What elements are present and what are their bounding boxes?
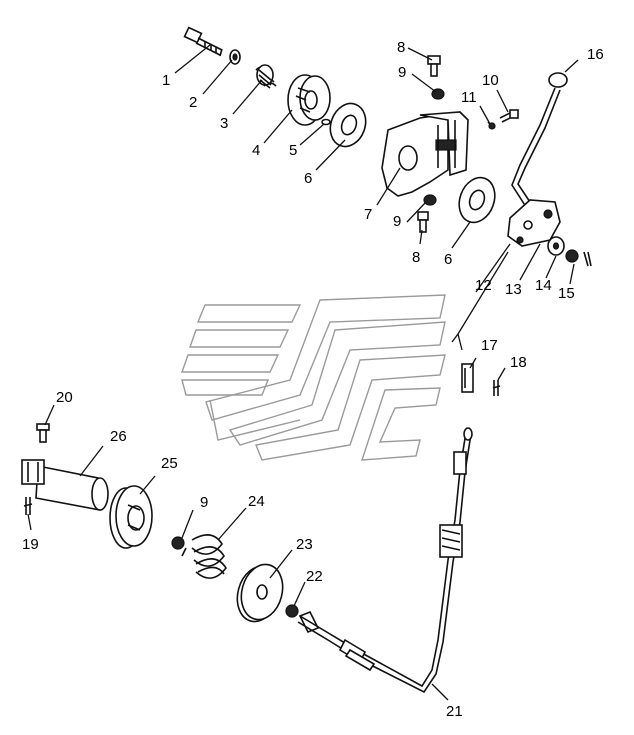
callout-4: 4 xyxy=(252,142,260,159)
callout-17: 17 xyxy=(481,337,498,354)
part-9-nut-middle xyxy=(423,194,437,206)
part-2-nut xyxy=(229,49,241,65)
callout-labels: 1 2 3 4 5 6 6 7 8 8 9 9 9 10 11 12 13 14… xyxy=(22,39,604,720)
part-8-bolt-top xyxy=(427,55,441,77)
part-20-bolt xyxy=(36,423,50,443)
part-1-bolt xyxy=(183,26,223,57)
callout-10: 10 xyxy=(482,72,499,89)
part-3-spring xyxy=(255,64,277,89)
callout-16: 16 xyxy=(587,46,604,63)
callout-9a: 9 xyxy=(398,64,406,81)
part-23-cover-plate xyxy=(236,563,284,623)
callout-1: 1 xyxy=(162,72,170,89)
callout-19: 19 xyxy=(22,536,39,553)
part-14-nut xyxy=(565,249,579,263)
callout-24: 24 xyxy=(248,493,265,510)
part-24-spring xyxy=(181,534,227,579)
part-12-lever-plate xyxy=(507,199,561,247)
part-6-washer xyxy=(329,102,367,148)
part-9-nut-bottom xyxy=(171,536,185,550)
part-22-nut xyxy=(285,604,299,618)
callout-23: 23 xyxy=(296,536,313,553)
callout-25: 25 xyxy=(161,455,178,472)
part-6-washer-2 xyxy=(458,176,496,224)
callout-9b: 9 xyxy=(393,213,401,230)
callout-8a: 8 xyxy=(397,39,405,56)
part-17-spacer xyxy=(461,363,474,393)
callout-15: 15 xyxy=(558,285,575,302)
callout-9c: 9 xyxy=(200,494,208,511)
callout-2: 2 xyxy=(189,94,197,111)
callout-6b: 6 xyxy=(444,251,452,268)
callout-5: 5 xyxy=(289,142,297,159)
part-4-cam-hub xyxy=(287,74,331,126)
callout-20: 20 xyxy=(56,389,73,406)
callout-13: 13 xyxy=(505,281,522,298)
callout-14: 14 xyxy=(535,277,552,294)
part-16-lever-arm xyxy=(511,72,568,211)
part-26-cylinder xyxy=(21,459,109,511)
callout-7: 7 xyxy=(364,206,372,223)
callout-21: 21 xyxy=(446,703,463,720)
part-15-cotter-pin xyxy=(583,251,592,267)
part-11-screw xyxy=(487,121,496,130)
part-7-bracket xyxy=(381,111,469,197)
part-19-pin xyxy=(23,497,33,515)
part-5-key xyxy=(321,118,331,126)
part-18-clip xyxy=(492,380,501,396)
leader-lines xyxy=(27,44,579,701)
callout-18: 18 xyxy=(510,354,527,371)
callout-3: 3 xyxy=(220,115,228,132)
part-10-screw xyxy=(499,109,519,123)
callout-6a: 6 xyxy=(304,170,312,187)
callout-11: 11 xyxy=(461,89,477,106)
part-25-pulley xyxy=(109,485,153,549)
part-13-washer xyxy=(547,236,565,256)
callout-26: 26 xyxy=(110,428,127,445)
callout-22: 22 xyxy=(306,568,323,585)
callout-8b: 8 xyxy=(412,249,420,266)
watermark-logo xyxy=(181,294,446,461)
part-21-cable xyxy=(297,427,473,694)
part-8-bolt-bottom xyxy=(417,211,429,233)
callout-12: 12 xyxy=(475,277,492,294)
